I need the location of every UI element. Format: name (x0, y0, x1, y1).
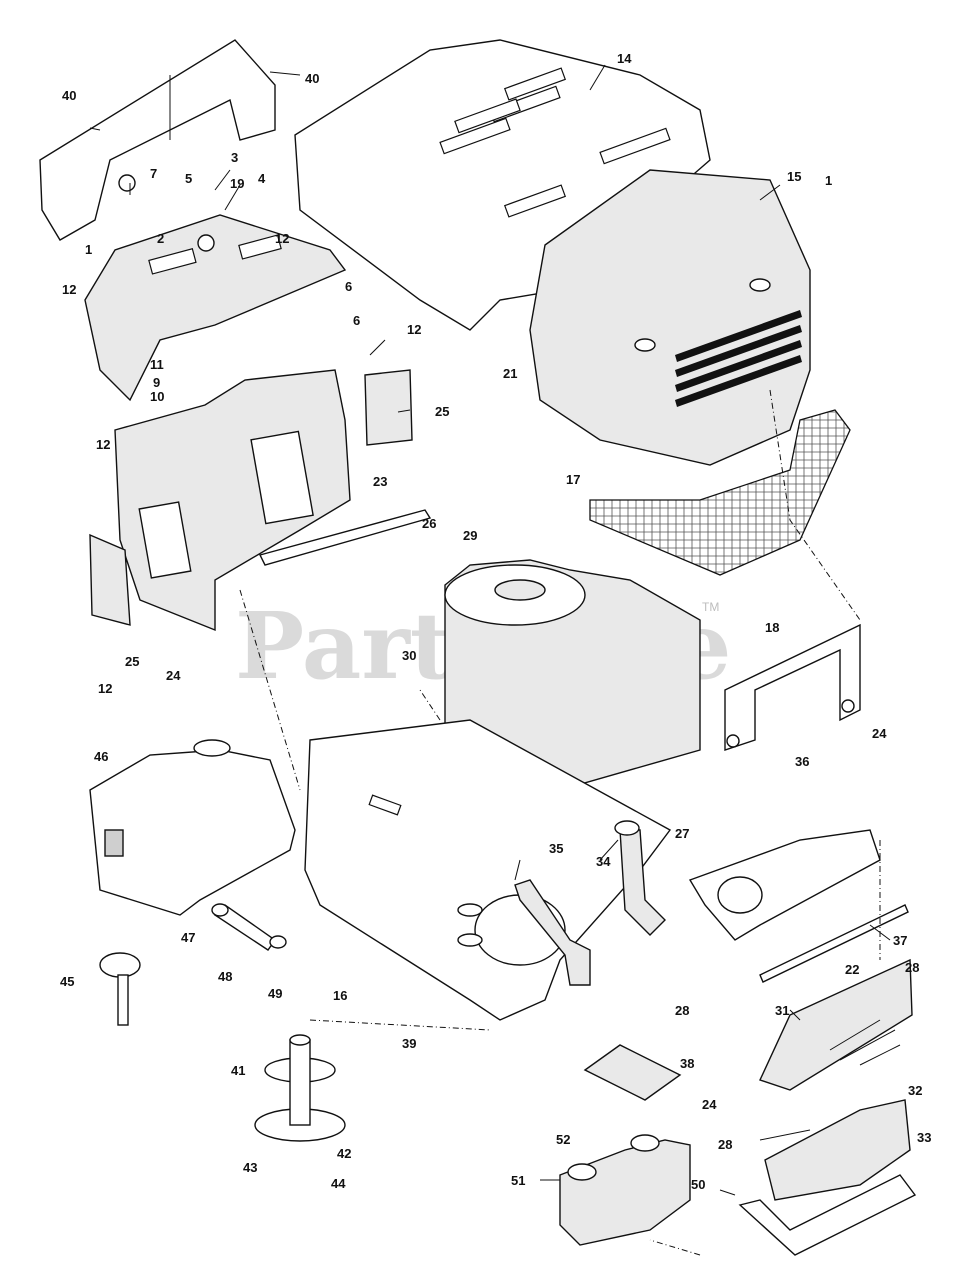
part-18-bracket[interactable] (724, 623, 861, 751)
label-1: 1 (85, 242, 92, 257)
label-34: 34 (596, 854, 611, 869)
label-14: 14 (617, 51, 632, 66)
label-16: 16 (333, 988, 347, 1003)
label-12: 12 (62, 282, 76, 297)
part-33-tailpipe[interactable] (738, 1174, 917, 1256)
label-22: 22 (845, 962, 859, 977)
label-24: 24 (872, 726, 887, 741)
part-45-fuel-cap[interactable] (99, 952, 141, 1026)
label-47: 47 (181, 930, 195, 945)
part-36-heat-shield[interactable] (688, 829, 881, 941)
label-9: 9 (153, 375, 160, 390)
label-11: 11 (150, 357, 164, 372)
label-40: 40 (62, 88, 76, 103)
label-39: 39 (402, 1036, 416, 1051)
label-28: 28 (905, 960, 919, 975)
label-18: 18 (765, 620, 779, 635)
part-32-bracket[interactable] (764, 1099, 911, 1201)
part-26-bar[interactable] (258, 509, 432, 566)
label-23: 23 (373, 474, 387, 489)
label-24: 24 (166, 668, 181, 683)
part-15-front-grille[interactable] (529, 169, 811, 466)
label-36: 36 (795, 754, 809, 769)
part-25-plate-left[interactable] (89, 533, 131, 626)
label-32: 32 (908, 1083, 922, 1098)
label-33: 33 (917, 1130, 931, 1145)
label-29: 29 (463, 528, 477, 543)
label-5: 5 (185, 171, 192, 186)
part-23-console-panel[interactable] (114, 369, 351, 632)
label-31: 31 (775, 1003, 789, 1018)
part-51-muffler[interactable] (559, 1134, 691, 1246)
label-49: 49 (268, 986, 282, 1001)
label-44: 44 (331, 1176, 346, 1191)
label-37: 37 (893, 933, 907, 948)
label-2: 2 (157, 231, 164, 246)
label-12: 12 (98, 681, 112, 696)
label-42: 42 (337, 1146, 351, 1161)
label-25: 25 (435, 404, 449, 419)
label-1: 1 (825, 173, 832, 188)
part-46-fuel-tank[interactable] (89, 739, 296, 916)
part-41-pulley[interactable] (254, 1034, 346, 1142)
label-19: 19 (230, 176, 244, 191)
label-4: 4 (258, 171, 266, 186)
label-6: 6 (345, 279, 352, 294)
label-10: 10 (150, 389, 164, 404)
label-27: 27 (675, 826, 689, 841)
label-51: 51 (511, 1173, 525, 1188)
label-7: 7 (150, 166, 157, 181)
watermark-tm: TM (702, 600, 719, 614)
part-7-knob[interactable] (118, 174, 136, 192)
label-6: 6 (353, 313, 360, 328)
label-12: 12 (96, 437, 110, 452)
label-15: 15 (787, 169, 801, 184)
label-12: 12 (407, 322, 421, 337)
label-25: 25 (125, 654, 139, 669)
part-14-hood[interactable] (294, 39, 711, 331)
label-26: 26 (422, 516, 436, 531)
part-17-front-bumper[interactable] (589, 409, 851, 576)
label-46: 46 (94, 749, 108, 764)
label-45: 45 (60, 974, 74, 989)
part-6-dash-panel[interactable] (84, 174, 347, 402)
label-28: 28 (675, 1003, 689, 1018)
part-38-plate[interactable] (583, 1044, 682, 1101)
label-3: 3 (231, 150, 238, 165)
label-50: 50 (691, 1177, 705, 1192)
label-38: 38 (680, 1056, 694, 1071)
part-35-exhaust-pipe[interactable] (514, 879, 591, 986)
part-25-plate-right[interactable] (364, 369, 413, 446)
label-24: 24 (702, 1097, 717, 1112)
label-21: 21 (503, 366, 517, 381)
label-52: 52 (556, 1132, 570, 1147)
label-35: 35 (549, 841, 563, 856)
label-30: 30 (402, 648, 416, 663)
part-29-engine[interactable] (444, 559, 701, 791)
label-28: 28 (718, 1137, 732, 1152)
part-31-muffler-shield[interactable] (759, 958, 913, 1091)
label-48: 48 (218, 969, 232, 984)
part-48-fuel-hose[interactable] (211, 903, 287, 951)
label-43: 43 (243, 1160, 257, 1175)
part-37-rod[interactable] (759, 904, 909, 983)
label-17: 17 (566, 472, 580, 487)
label-41: 41 (231, 1063, 245, 1078)
label-12: 12 (275, 231, 289, 246)
part-40-dash-panel[interactable] (39, 39, 276, 241)
label-40: 40 (305, 71, 319, 86)
part-34-exhaust-pipe[interactable] (614, 820, 666, 936)
